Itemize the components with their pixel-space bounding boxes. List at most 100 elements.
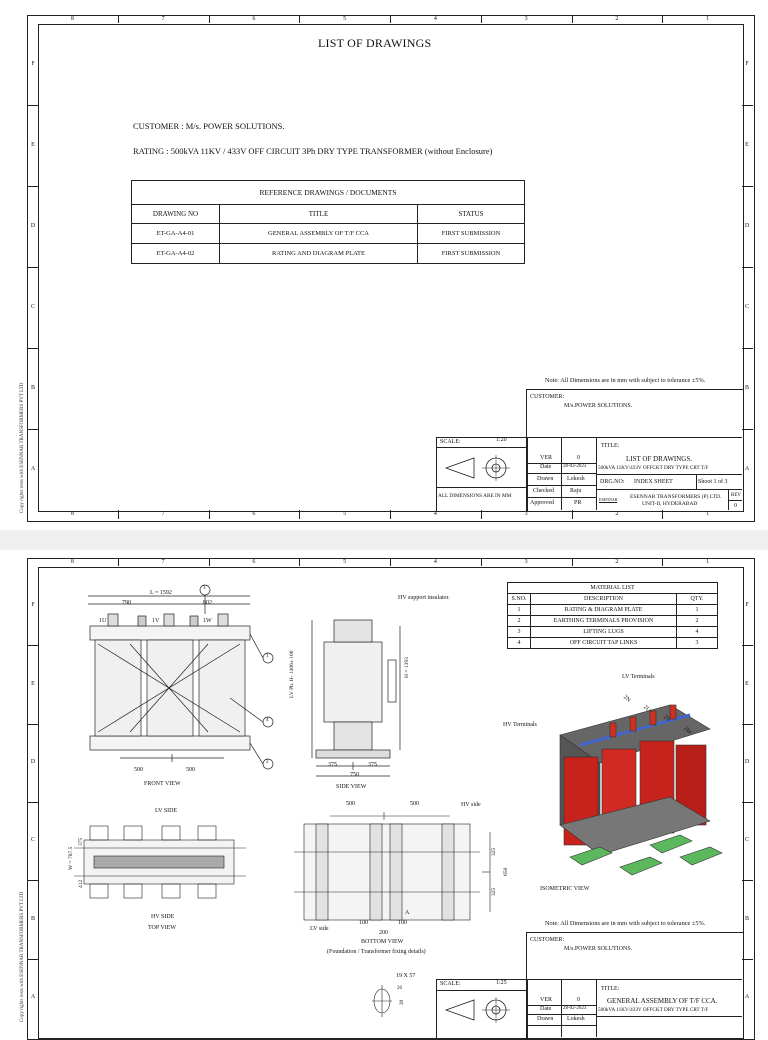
zone-divider	[299, 558, 301, 566]
zone-column-label: 7	[161, 16, 165, 22]
sheet-gap	[0, 530, 768, 550]
grid-line	[596, 979, 597, 1037]
bottom-dim-200: 200	[379, 930, 388, 936]
isometric-view-drawing	[559, 704, 723, 876]
side-dim-375b: 375	[368, 762, 377, 768]
zone-column-label: 7	[161, 511, 165, 517]
front-dim-500a: 500	[134, 767, 143, 773]
grid-line	[526, 1005, 596, 1006]
rev-label: REV	[731, 493, 741, 498]
bottom-lv-side: LV side	[310, 926, 329, 932]
isometric-view-label: ISOMETRIC VIEW	[540, 886, 590, 892]
zone-divider	[28, 267, 39, 268]
grid-line	[526, 1014, 596, 1015]
zone-divider	[117, 558, 119, 566]
description-cell: OFF CIRCUIT TAP LINKS	[530, 637, 677, 649]
rating-line: RATING : 500kVA 11KV / 433V OFF CIRCUIT …	[133, 146, 493, 156]
zone-row-label: A	[744, 993, 750, 1000]
grid-line	[526, 473, 596, 474]
zone-divider	[662, 558, 664, 566]
title-cell: GENERAL ASSEMBLY OF T/F CCA	[219, 223, 418, 244]
zone-divider	[28, 723, 39, 725]
zone-divider	[299, 15, 301, 23]
zone-column-label: 4	[433, 16, 437, 22]
zone-row-label: C	[30, 837, 35, 844]
status-cell: FIRST SUBMISSION	[417, 223, 525, 244]
title-label: TITLE:	[601, 986, 620, 992]
company-logo: ESENNAR	[599, 497, 618, 503]
bottom-dim-325a: 325	[491, 847, 497, 856]
reference-drawings-table: REFERENCE DRAWINGS / DOCUMENTS DRAWING N…	[131, 180, 525, 264]
zone-row-label: E	[31, 680, 35, 687]
zone-row-label: B	[30, 384, 35, 391]
zone-row-label: D	[30, 758, 36, 765]
bottom-hv-side: HV side	[461, 802, 481, 808]
zone-row-label: A	[30, 465, 36, 472]
zone-divider	[480, 558, 482, 566]
bottom-dim-325b: 325	[491, 887, 497, 896]
drawn-value: Lokesh	[567, 1016, 585, 1022]
drawing-number-label: DRG.NO:	[600, 479, 625, 485]
zone-divider	[662, 15, 664, 23]
sno-cell: 3	[507, 626, 531, 638]
bottom-view-drawing	[294, 812, 491, 921]
description-cell: LIFTING LUGS	[530, 626, 677, 638]
zone-column-label: 6	[252, 16, 256, 22]
zone-divider	[390, 558, 391, 566]
zone-column-label: 1	[706, 16, 710, 22]
zone-divider	[571, 510, 573, 519]
zone-column-label: 8	[70, 559, 74, 565]
inner-frame	[38, 24, 744, 512]
zone-row-label: C	[744, 837, 749, 844]
front-view-drawing	[88, 584, 274, 770]
title-block	[526, 389, 744, 512]
zone-divider	[571, 558, 573, 566]
date-label: Date	[540, 1006, 552, 1012]
customer-value: M/s.POWER SOLUTIONS.	[564, 946, 633, 952]
zone-divider	[28, 880, 39, 882]
grid-line	[596, 489, 742, 490]
side-dim-750: 750	[350, 772, 359, 778]
ver-value: 0	[577, 997, 580, 1003]
slot-detail-drawing	[372, 985, 392, 1017]
grid-line	[526, 485, 596, 486]
grid-line	[596, 474, 742, 475]
date-label: Date	[540, 464, 552, 470]
customer-label: CUSTOMER:	[530, 937, 565, 943]
zone-divider	[299, 510, 301, 519]
zone-row-label: F	[31, 60, 35, 67]
bottom-dim-100b: 100	[398, 920, 407, 926]
sheet-number: Shoot 1 of 3	[698, 479, 728, 485]
ver-label: VER	[540, 997, 552, 1003]
scale-block	[436, 437, 528, 512]
zone-divider	[208, 510, 210, 519]
zone-column-label: 8	[70, 16, 74, 22]
projection-symbol-icon	[444, 997, 510, 1023]
zone-divider	[28, 958, 39, 960]
zone-divider	[28, 105, 39, 106]
grid-line	[728, 489, 729, 510]
zone-column-label: 5	[343, 511, 347, 517]
page-title: LIST OF DRAWINGS	[318, 36, 432, 50]
top-dim-375: 375	[78, 837, 84, 846]
status-cell: FIRST SUBMISSION	[417, 243, 525, 264]
grid-line	[596, 1016, 742, 1017]
qty-cell: 2	[676, 615, 718, 627]
zone-divider	[28, 802, 39, 803]
title-block	[526, 932, 744, 1039]
slot-detail-label: 19 X 57	[396, 973, 416, 979]
sno-cell: 1	[507, 604, 531, 616]
side-dim-lv: LV Ph. H- 1406± 100	[289, 650, 295, 698]
zone-row-label: F	[745, 60, 749, 67]
zone-divider	[208, 15, 210, 23]
top-view-drawing	[74, 825, 246, 899]
bottom-dim-100a: 100	[359, 920, 368, 926]
terminal-1w: 1W	[203, 618, 212, 624]
zone-column-label: 7	[161, 559, 165, 565]
zone-divider	[208, 558, 210, 566]
zone-row-label: D	[744, 222, 750, 229]
zone-row-label: C	[744, 303, 749, 310]
copyright-text: Copy rights rests with ESENNAR TRANSFORM…	[20, 382, 25, 513]
drawn-value: Lokesh	[567, 476, 585, 482]
